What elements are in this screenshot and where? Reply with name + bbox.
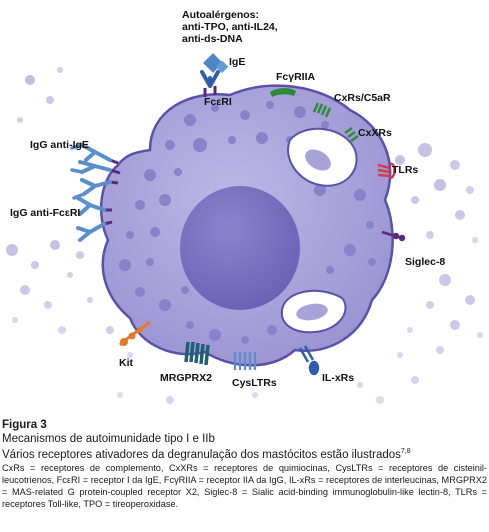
nucleus: [180, 186, 300, 310]
il-xrs-receptor: [298, 345, 320, 376]
tlr-receptor: [377, 162, 396, 180]
figure-caption: Figura 3 Mecanismos de autoimunidade tip…: [2, 419, 487, 511]
label-kit: Kit: [119, 357, 133, 369]
diagram-canvas: [6, 53, 483, 404]
fcgriia-receptor: [270, 88, 296, 97]
figure-title: Figura 3: [2, 419, 47, 431]
figure-legend: CxRs = receptores de complemento, CxXRs …: [2, 462, 487, 510]
extracellular-granules: [6, 67, 483, 404]
label-mrgprx2: MRGPRX2: [160, 372, 212, 384]
label-igg-anti-fceri: IgG anti-FcεRI: [10, 207, 81, 219]
label-ige: IgE: [229, 56, 246, 68]
cysltrs-receptor: [233, 352, 257, 370]
label-autoantigens-line1: anti-TPO, anti-IL24,: [182, 21, 278, 33]
label-siglec8: Siglec-8: [405, 256, 446, 268]
figure-lead: Vários receptores ativadores da degranul…: [2, 448, 487, 461]
label-tlrs: TLRs: [392, 164, 419, 176]
label-cysltrs: CysLTRs: [232, 377, 277, 389]
label-fcgriia: FcγRIIA: [276, 71, 316, 83]
figure-lead-reference: 7,8: [400, 448, 411, 455]
figure-lead-text: Vários receptores ativadores da degranul…: [2, 448, 401, 461]
mrgprx2-receptor: [184, 341, 210, 366]
label-igg-anti-ige: IgG anti-IgE: [30, 139, 89, 151]
label-cxrs-c5ar: CxRs/C5aR: [334, 92, 391, 104]
igg-anti-ige-complex: [70, 143, 121, 200]
label-autoantigens-line2: anti-ds-DNA: [182, 33, 243, 45]
label-cxxrs: CxXRs: [358, 127, 392, 139]
cxrs-c5ar-receptor: [312, 102, 332, 118]
fceri-ige-complex: [200, 53, 229, 97]
cxxrs-receptor: [344, 126, 359, 143]
mast-cell-diagram: Autoalérgenos: anti-TPO, anti-IL24, anti…: [6, 9, 483, 404]
kit-receptor: [119, 320, 151, 347]
label-il-xrs: IL-xRs: [322, 372, 355, 384]
label-fceri: FcεRI: [204, 96, 232, 108]
figure-subtitle: Mecanismos de autoimunidade tipo I e IIb: [2, 433, 215, 445]
siglec8-receptor: [381, 230, 406, 242]
label-autoantigens-title: Autoalérgenos:: [182, 9, 260, 21]
igg-anti-fceri-complex: [76, 196, 113, 242]
